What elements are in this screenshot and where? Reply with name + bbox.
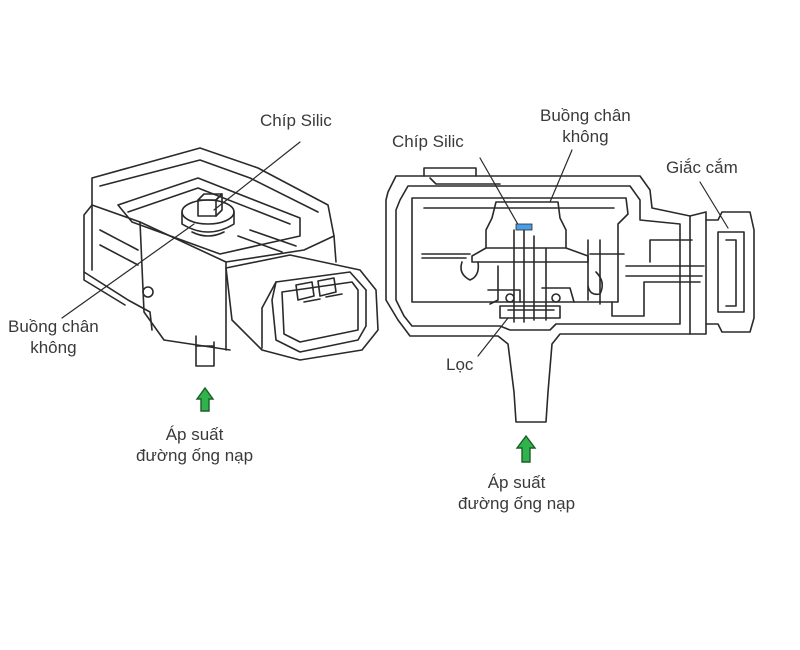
right-connector-label: Giắc cắm xyxy=(666,158,738,177)
right-pressure-label-line2: đường ống nạp xyxy=(458,494,576,513)
right-pressure-label-line1: Áp suất xyxy=(487,473,546,492)
left-pressure-label-line1: Áp suất xyxy=(165,425,224,444)
right-chip-mark xyxy=(515,223,533,231)
left-chip-label: Chíp Silic xyxy=(260,111,332,130)
left-pressure-arrow xyxy=(195,386,215,412)
right-sensor-drawing xyxy=(385,149,755,423)
left-chamber-label-line2: không xyxy=(30,338,77,357)
left-pressure-label-line2: đường ống nạp xyxy=(136,446,254,465)
right-filter-label: Lọc xyxy=(446,355,474,374)
left-chamber-label-line1: Buồng chân xyxy=(8,317,99,336)
left-chamber-label: Buồng chân không xyxy=(8,316,99,358)
right-chamber-label-line1: Buồng chân xyxy=(540,106,631,125)
left-sensor-drawing xyxy=(61,141,379,367)
left-pressure-label: Áp suất đường ống nạp xyxy=(136,424,253,466)
right-chamber-label-line2: không xyxy=(562,127,609,146)
right-pressure-label: Áp suất đường ống nạp xyxy=(458,472,575,514)
right-chip-label: Chíp Silic xyxy=(392,132,464,151)
right-chamber-label: Buồng chân không xyxy=(540,105,631,147)
right-pressure-arrow xyxy=(515,434,537,463)
